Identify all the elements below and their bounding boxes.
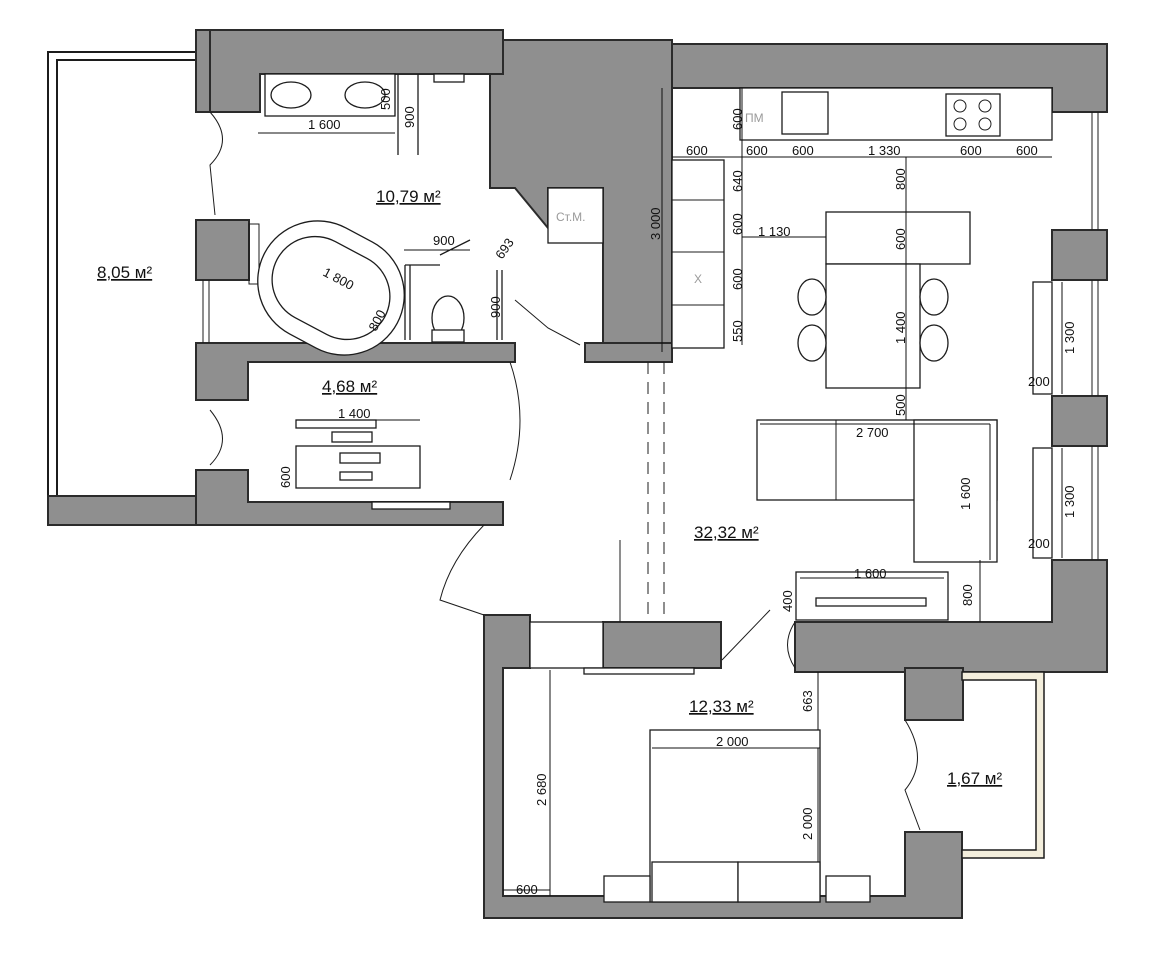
dim-text: 600 <box>746 143 768 158</box>
dim-text: 640 <box>730 170 745 192</box>
dim-text: 2 700 <box>856 425 889 440</box>
dim-text: 1 300 <box>1062 485 1077 518</box>
dimension-labels: 1 600 500 900 900 693 1 800 800 900 1 40… <box>278 88 1077 897</box>
dim-text: 1 400 <box>338 406 371 421</box>
dim-text: 800 <box>960 584 975 606</box>
windows <box>202 112 1099 560</box>
dim-text: 1 600 <box>958 477 973 510</box>
bathroom-fixtures <box>248 73 604 510</box>
dim-text: 1 130 <box>758 224 791 239</box>
corridor-lines <box>619 362 665 622</box>
dim-text: 600 <box>960 143 982 158</box>
dim-text: 693 <box>492 235 517 261</box>
dim-text: 1 600 <box>308 117 341 132</box>
dim-text: 1 330 <box>868 143 901 158</box>
dim-text: 2 000 <box>800 807 815 840</box>
dim-text: 663 <box>800 690 815 712</box>
dim-text: 400 <box>780 590 795 612</box>
area-bedroom: 12,33 м² <box>689 697 754 716</box>
area-balcony-right: 1,67 м² <box>947 769 1002 788</box>
walls <box>195 29 1108 919</box>
dim-text: 600 <box>686 143 708 158</box>
dim-text: 2 000 <box>716 734 749 749</box>
area-bathroom: 10,79 м² <box>376 187 441 206</box>
dim-text: 3 000 <box>648 207 663 240</box>
dim-text: 900 <box>433 233 455 248</box>
dim-text: 200 <box>1028 374 1050 389</box>
dim-text: 900 <box>488 296 503 318</box>
dim-text: 500 <box>378 88 393 110</box>
dim-text: 600 <box>516 882 538 897</box>
area-balcony-left: 8,05 м² <box>97 263 152 282</box>
dim-text: 1 400 <box>893 311 908 344</box>
dim-text: 600 <box>278 466 293 488</box>
dim-text: 2 680 <box>534 773 549 806</box>
dim-text: 200 <box>1028 536 1050 551</box>
area-labels: 8,05 м² 10,79 м² 4,68 м² 32,32 м² 12,33 … <box>97 187 1002 788</box>
area-living-kitchen: 32,32 м² <box>694 523 759 542</box>
area-wc-laundry: 4,68 м² <box>322 377 377 396</box>
dishwasher-label: ПМ <box>745 111 764 125</box>
dim-text: 1 600 <box>854 566 887 581</box>
dim-text: 800 <box>893 168 908 190</box>
right-balcony <box>961 671 1045 859</box>
dim-text: 600 <box>730 268 745 290</box>
dim-text: 1 300 <box>1062 321 1077 354</box>
dim-text: 600 <box>730 213 745 235</box>
item-labels: Ст.М. ПМ Х <box>556 111 764 286</box>
left-balcony <box>47 51 197 526</box>
kitchen-living <box>529 87 1053 669</box>
doors <box>209 111 921 831</box>
dim-text: 600 <box>792 143 814 158</box>
fridge-label: Х <box>694 272 702 286</box>
dim-text: 500 <box>893 394 908 416</box>
dim-text: 600 <box>1016 143 1038 158</box>
dimension-lines <box>258 74 1063 896</box>
dim-text: 900 <box>402 106 417 128</box>
dim-text: 550 <box>730 320 745 342</box>
wardrobe-label: Ст.М. <box>556 210 586 224</box>
bedroom-furniture <box>583 667 871 903</box>
dim-text: 600 <box>730 108 745 130</box>
dim-text: 600 <box>893 228 908 250</box>
